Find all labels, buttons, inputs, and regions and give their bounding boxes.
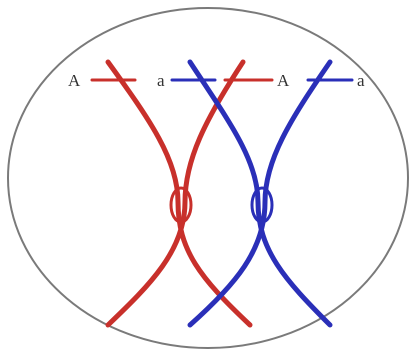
red-chromosome-pair xyxy=(92,62,272,325)
blue-chromosome-pair xyxy=(172,62,352,325)
allele-label-red-right: A xyxy=(277,71,290,90)
allele-label-blue-right: a xyxy=(357,71,365,90)
cell-membrane xyxy=(8,8,408,348)
allele-label-red-left: A xyxy=(68,71,81,90)
allele-label-blue-left: a xyxy=(157,71,165,90)
